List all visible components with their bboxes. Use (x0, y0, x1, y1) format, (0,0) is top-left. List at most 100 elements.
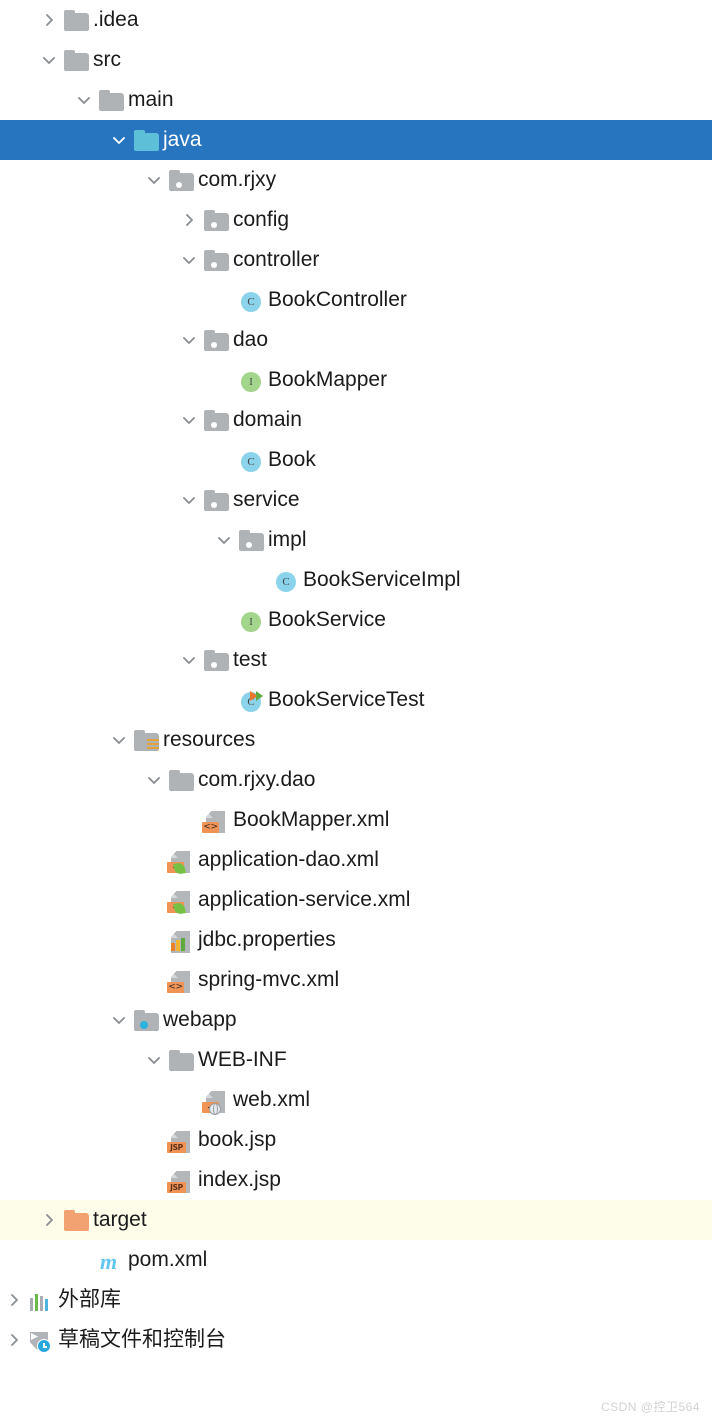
tree-row-label: domain (233, 408, 302, 431)
indent-spacer (0, 1160, 142, 1200)
indent-spacer (0, 840, 142, 880)
tree-row[interactable]: controller (0, 240, 712, 280)
tree-row[interactable]: dao (0, 320, 712, 360)
chevron-down-icon[interactable] (177, 400, 199, 440)
tree-row[interactable]: service (0, 480, 712, 520)
indent-spacer (0, 480, 177, 520)
tree-row-label: BookServiceTest (268, 688, 425, 711)
indent-spacer (0, 80, 72, 120)
indent-spacer (0, 240, 177, 280)
web-root-folder-icon (129, 1000, 163, 1040)
chevron-right-icon[interactable] (177, 200, 199, 240)
chevron-down-icon[interactable] (177, 640, 199, 680)
indent-spacer (0, 280, 212, 320)
java-test-class-icon: C (234, 680, 268, 720)
chevron-right-icon[interactable] (37, 1200, 59, 1240)
indent-spacer (0, 680, 212, 720)
tree-row[interactable]: config (0, 200, 712, 240)
tree-row[interactable]: jdbc.properties (0, 920, 712, 960)
tree-row[interactable]: target (0, 1200, 712, 1240)
indent-spacer (0, 0, 37, 40)
tree-row[interactable]: <application-service.xml (0, 880, 712, 920)
indent-spacer (0, 760, 142, 800)
indent-spacer (0, 400, 177, 440)
csdn-watermark: CSDN @控卫564 (600, 1400, 700, 1414)
chevron-down-icon[interactable] (142, 1040, 164, 1080)
tree-row[interactable]: <web.xml (0, 1080, 712, 1120)
tree-row[interactable]: test (0, 640, 712, 680)
tree-row[interactable]: WEB-INF (0, 1040, 712, 1080)
tree-row-label: .idea (93, 8, 139, 31)
tree-row[interactable]: webapp (0, 1000, 712, 1040)
chevron-down-icon[interactable] (142, 760, 164, 800)
indent-spacer (0, 640, 177, 680)
chevron-down-icon[interactable] (107, 720, 129, 760)
tree-row-label: resources (163, 728, 256, 751)
tree-row[interactable]: src (0, 40, 712, 80)
chevron-right-icon[interactable] (2, 1280, 24, 1320)
chevron-down-icon[interactable] (177, 480, 199, 520)
chevron-right-icon[interactable] (37, 0, 59, 40)
indent-spacer (0, 600, 212, 640)
package-icon (199, 200, 233, 240)
tree-row-label: BookServiceImpl (303, 568, 461, 591)
tree-row-label: 外部库 (58, 1288, 121, 1311)
chevron-down-icon[interactable] (107, 120, 129, 160)
chevron-down-icon[interactable] (177, 320, 199, 360)
indent-spacer (0, 720, 107, 760)
tree-row[interactable]: 草稿文件和控制台 (0, 1320, 712, 1360)
tree-row[interactable]: domain (0, 400, 712, 440)
java-class-icon: C (234, 280, 268, 320)
properties-file-icon (164, 920, 198, 960)
chevron-down-icon[interactable] (107, 1000, 129, 1040)
indent-spacer (0, 1240, 72, 1280)
maven-pom-icon: m (100, 1249, 118, 1274)
tree-row[interactable]: resources (0, 720, 712, 760)
tree-row[interactable]: com.rjxy.dao (0, 760, 712, 800)
tree-row[interactable]: java (0, 120, 712, 160)
tree-row-label: service (233, 488, 300, 511)
tree-row[interactable]: <>BookMapper.xml (0, 800, 712, 840)
spring-xml-file-icon: < (164, 880, 198, 920)
chevron-down-icon[interactable] (72, 80, 94, 120)
xml-file-icon: <> (164, 960, 198, 1000)
tree-row-label: java (163, 128, 202, 151)
java-interface-icon: I (234, 360, 268, 400)
tree-row-label: jdbc.properties (198, 928, 336, 951)
indent-spacer (0, 200, 177, 240)
tree-row[interactable]: <>spring-mvc.xml (0, 960, 712, 1000)
tree-row[interactable]: 外部库 (0, 1280, 712, 1320)
tree-row-label: com.rjxy.dao (198, 768, 316, 791)
chevron-down-icon[interactable] (142, 160, 164, 200)
tree-row[interactable]: com.rjxy (0, 160, 712, 200)
chevron-down-icon[interactable] (177, 240, 199, 280)
tree-row-label: config (233, 208, 290, 231)
indent-spacer (0, 920, 142, 960)
indent-spacer (0, 440, 212, 480)
tree-row-label: src (93, 48, 121, 71)
tree-row[interactable]: impl (0, 520, 712, 560)
tree-row-label: com.rjxy (198, 168, 277, 191)
tree-row[interactable]: .idea (0, 0, 712, 40)
chevron-down-icon[interactable] (37, 40, 59, 80)
folder-icon (59, 40, 93, 80)
chevron-down-icon[interactable] (212, 520, 234, 560)
spring-xml-file-icon: < (164, 840, 198, 880)
tree-row-label: dao (233, 328, 269, 351)
chevron-right-icon[interactable] (2, 1320, 24, 1360)
folder-icon (94, 80, 128, 120)
tree-row[interactable]: main (0, 80, 712, 120)
tree-row[interactable]: <application-dao.xml (0, 840, 712, 880)
java-class-icon: C (269, 560, 303, 600)
indent-spacer (0, 320, 177, 360)
